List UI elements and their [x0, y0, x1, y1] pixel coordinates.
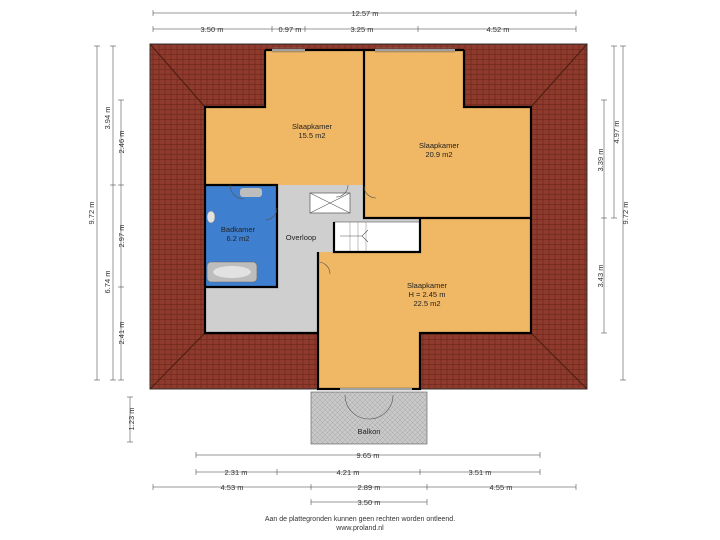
- dim-bottom-2c: 3.51 m: [469, 468, 492, 477]
- dim-bottom-3a: 4.53 m: [221, 483, 244, 492]
- windows: [272, 49, 455, 390]
- dim-bottom-3b: 2.89 m: [358, 483, 381, 492]
- bathtub-basin: [213, 266, 251, 278]
- dim-left-1b: 6.74 m: [103, 271, 112, 294]
- dim-left-balcony: 1.23 m: [127, 408, 136, 431]
- slaapkamer-left-area: 15.5 m2: [298, 131, 325, 140]
- sink: [240, 188, 262, 197]
- dim-left-1a: 3.94 m: [103, 107, 112, 130]
- dim-left-2b: 2.97 m: [117, 225, 126, 248]
- dim-top-1: 3.50 m: [201, 25, 224, 34]
- dim-top-total: 12.57 m: [351, 9, 378, 18]
- dim-top-2: 0.97 m: [279, 25, 302, 34]
- slaapkamer-bottom-name: Slaapkamer: [407, 281, 448, 290]
- dim-left-2c: 2.41 m: [117, 322, 126, 345]
- stairs: [333, 221, 421, 253]
- dim-top-4: 4.52 m: [487, 25, 510, 34]
- balkon-floor: [310, 391, 428, 445]
- dimension-lines: [94, 10, 626, 505]
- slaapkamer-right-floor: [364, 50, 531, 218]
- balkon-name: Balkon: [358, 427, 381, 436]
- dim-bottom-4: 3.50 m: [358, 498, 381, 507]
- dim-right-2b: 3.43 m: [596, 265, 605, 288]
- slaapkamer-bottom-height: H = 2.45 m: [409, 290, 446, 299]
- roof-hip-lines: [149, 43, 588, 390]
- slaapkamer-left-floor: [205, 50, 364, 185]
- overloop-name: Overloop: [286, 233, 316, 242]
- dim-bottom-1: 9.65 m: [357, 451, 380, 460]
- dim-left-2a: 2.46 m: [117, 131, 126, 154]
- badkamer-name: Badkamer: [221, 225, 256, 234]
- disclaimer-text: Aan de plattegronden kunnen geen rechten…: [264, 516, 456, 523]
- dim-top-3: 3.25 m: [351, 25, 374, 34]
- dim-right-2a: 3.39 m: [596, 149, 605, 172]
- doors: [229, 184, 394, 420]
- website-text: www.proland.nl: [336, 525, 384, 532]
- dim-left-outer: 9.72 m: [87, 202, 96, 225]
- dim-bottom-3c: 4.55 m: [490, 483, 513, 492]
- slaapkamer-right-area: 20.9 m2: [425, 150, 452, 159]
- dim-right-1: 4.97 m: [612, 121, 621, 144]
- dim-bottom-2a: 2.31 m: [225, 468, 248, 477]
- slaapkamer-bottom-area: 22.5 m2: [413, 299, 440, 308]
- slaapkamer-left-name: Slaapkamer: [292, 122, 333, 131]
- badkamer-area: 6.2 m2: [227, 234, 250, 243]
- toilet: [206, 210, 216, 224]
- slaapkamer-right-name: Slaapkamer: [419, 141, 460, 150]
- slaapkamer-bottom-floor: [318, 218, 531, 389]
- dim-right-outer: 9.72 m: [621, 202, 630, 225]
- dim-bottom-2b: 4.21 m: [337, 468, 360, 477]
